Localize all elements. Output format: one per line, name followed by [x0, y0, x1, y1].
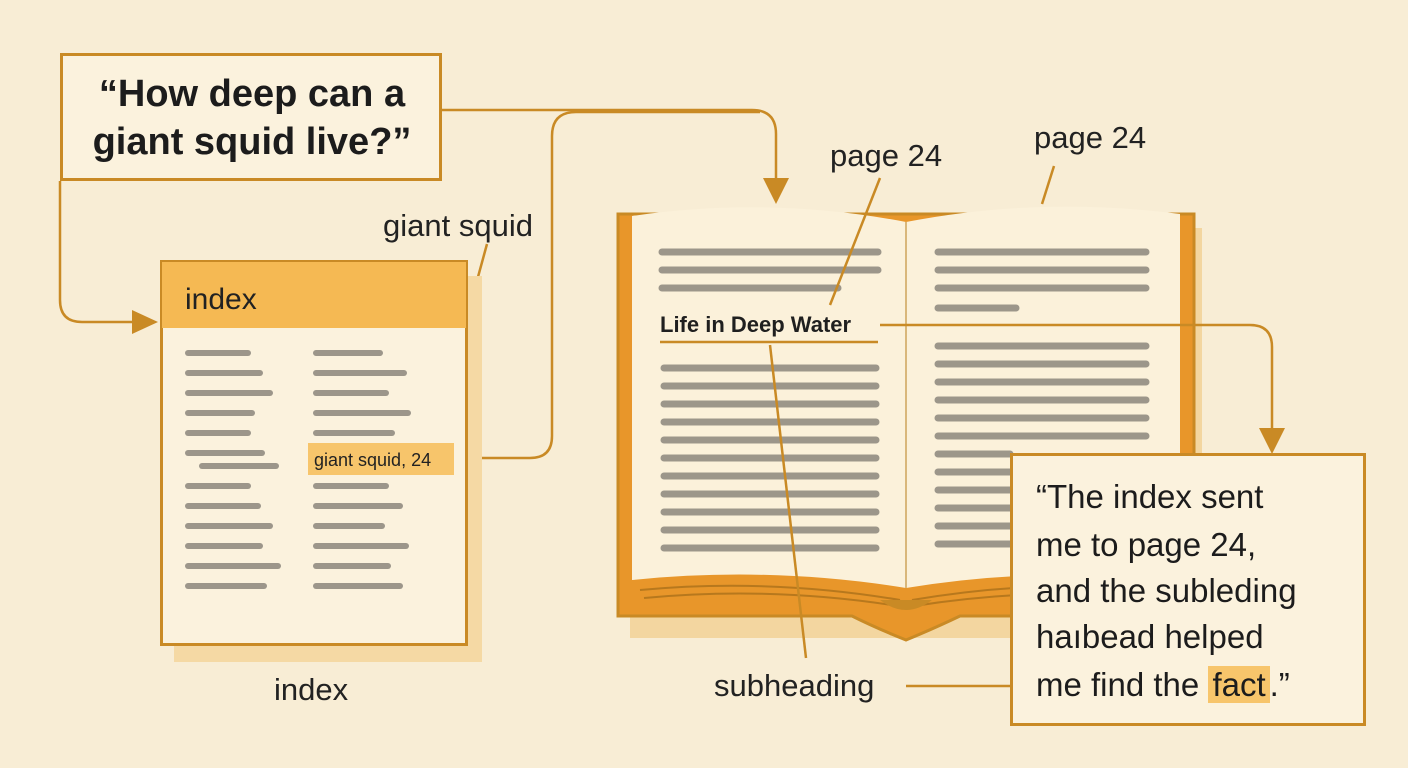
arrowhead-book: [763, 178, 789, 204]
giant-squid-label: giant squid: [383, 208, 533, 243]
page-24-label-left: page 24: [830, 138, 943, 173]
index-entry-lines: [185, 350, 411, 589]
page-left-pointer: [828, 177, 882, 306]
page-24-label-right: page 24: [1034, 120, 1147, 155]
index-entry-giant-squid: giant squid, 24: [314, 450, 432, 470]
answer-line-5-end: .”: [1269, 666, 1290, 703]
answer-line-5-start: me find the: [1036, 666, 1200, 703]
subheading-label: subheading: [714, 668, 875, 703]
answer-line-2: me to page 24,: [1036, 526, 1257, 563]
index-card-title: index: [185, 283, 257, 316]
answer-line-5: me find the fact.”: [1036, 666, 1290, 704]
index-entry-to-book-connector: [454, 110, 760, 460]
page-right-pointer: [1040, 165, 1056, 205]
question-to-book-connector: [442, 108, 778, 180]
answer-box: [1010, 453, 1366, 726]
subheading-to-answer-connector: [880, 323, 1274, 430]
fact-highlight: fact: [1208, 666, 1270, 703]
left-page-text-lines: [658, 248, 882, 292]
book-subheading-title: Life in Deep Water: [660, 312, 852, 337]
question-line-2: giant squid live?”: [92, 121, 412, 163]
arrowhead-index: [132, 310, 158, 334]
question-line-1: “How deep can a: [98, 73, 406, 115]
question-box: [60, 53, 442, 181]
answer-line-1: “The index sent: [1036, 478, 1264, 515]
index-card-header: [162, 262, 466, 328]
answer-line-3: and the subleding: [1036, 572, 1297, 609]
index-caption: index: [274, 672, 349, 707]
book-spine-curve: [880, 600, 932, 610]
arrowhead-answer: [1259, 428, 1285, 454]
right-page-text-lines: [934, 248, 1150, 548]
index-entry-highlight: [308, 443, 454, 475]
question-text: “How deep can a giant squid live?”: [62, 70, 442, 166]
answer-line-4: haıbead helped: [1036, 618, 1264, 655]
left-page-body-lines: [660, 364, 880, 552]
question-to-index-connector: [58, 181, 135, 324]
subheading-pointer: [768, 344, 808, 659]
